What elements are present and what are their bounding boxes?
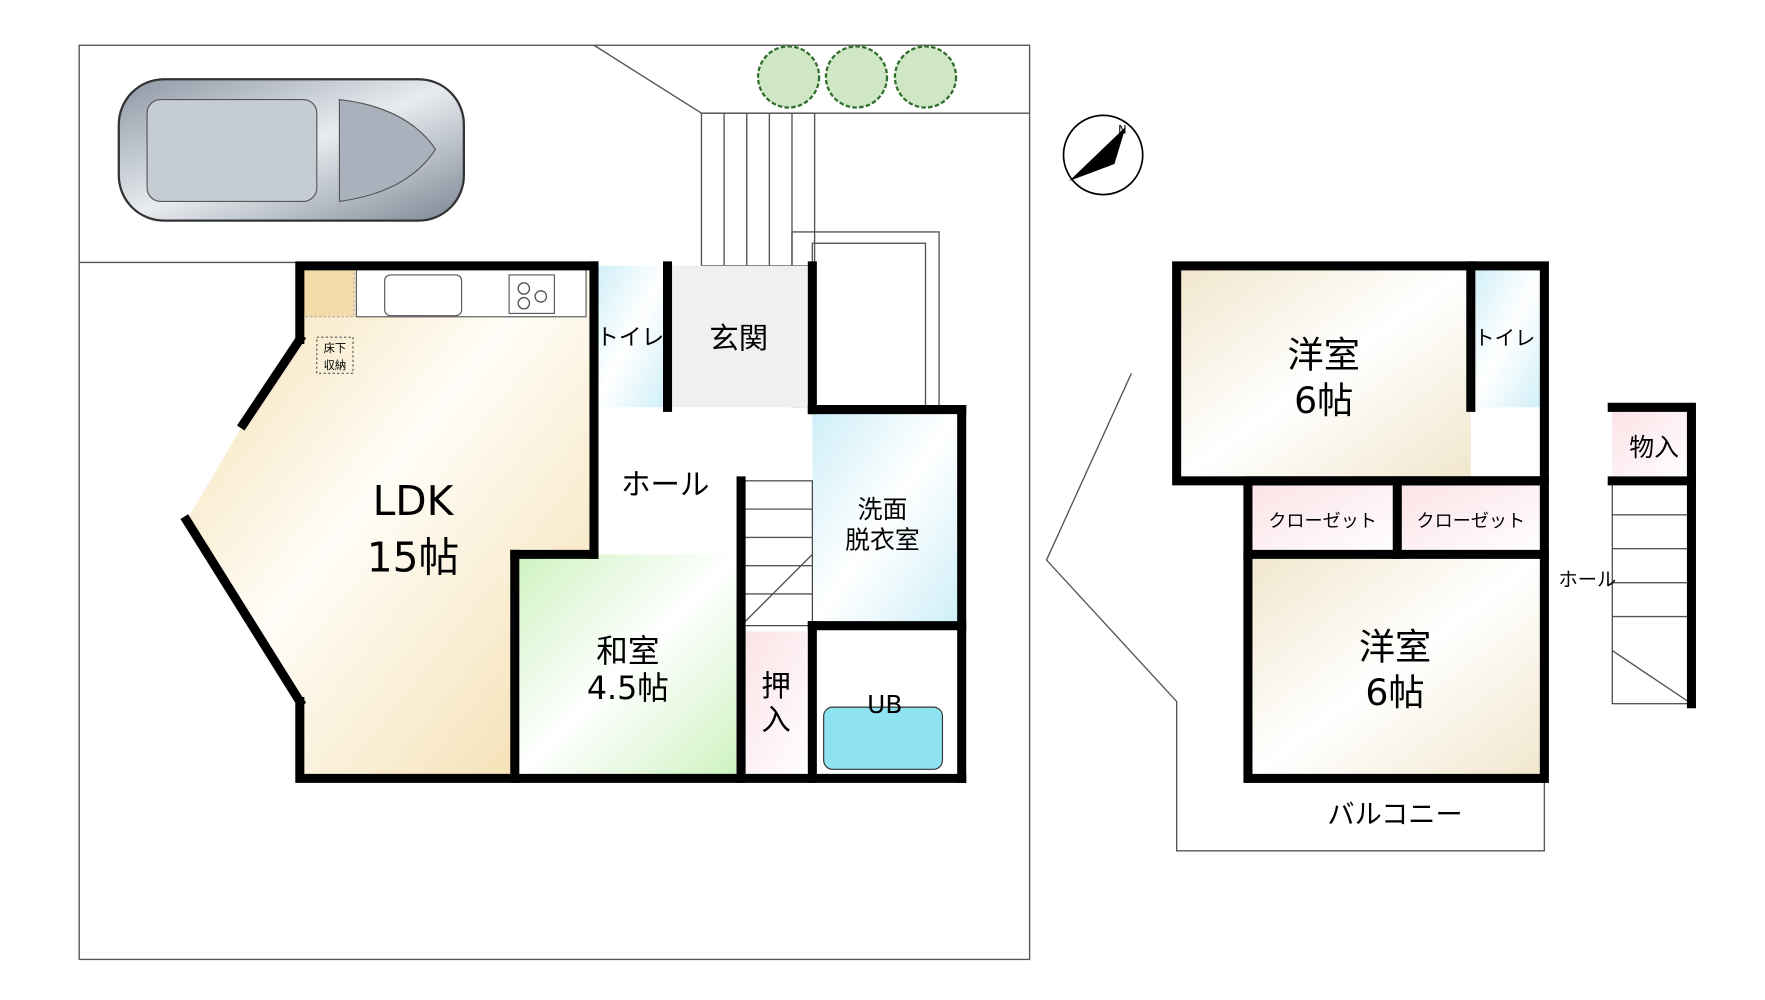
room-japanese	[514, 554, 738, 779]
bathtub-icon	[823, 706, 944, 770]
balcony-outline	[1045, 373, 1546, 852]
hall-2f-label: ホール	[1559, 568, 1617, 591]
compass-icon: N	[1062, 114, 1144, 196]
room-entrance	[667, 265, 813, 408]
western-room-2-label: 洋室	[1359, 626, 1431, 669]
compass-north-label: N	[1118, 124, 1126, 137]
western-room-2-size: 6帖	[1365, 671, 1424, 714]
closet-1	[1247, 480, 1398, 555]
walls-2f	[1172, 261, 1696, 783]
underfloor-storage-label-2: 収納	[324, 359, 347, 372]
hall-1f-label: ホール	[621, 467, 709, 501]
room-washroom	[812, 409, 960, 626]
western-room-1-size: 6帖	[1294, 379, 1353, 422]
oshiire-label-2: 入	[761, 703, 790, 737]
balcony-label: バルコニー	[1327, 800, 1462, 831]
closet-1-label: クローゼット	[1268, 511, 1377, 532]
closet-2	[1397, 480, 1545, 555]
plant-icons	[756, 45, 958, 109]
car-icon	[117, 78, 466, 222]
toilet-2f-label: トイレ	[1474, 326, 1535, 350]
room-western-1	[1176, 265, 1471, 481]
room-western-2	[1247, 554, 1545, 779]
bath-label: UB	[867, 690, 902, 719]
stove-icon	[508, 274, 555, 314]
stairs-1f	[740, 480, 813, 627]
entrance-label: 玄関	[709, 321, 768, 355]
underfloor-storage-label-1: 床下	[324, 341, 347, 355]
oshiire-label-1: 押	[761, 669, 790, 703]
washroom-label-1: 洗面	[858, 495, 908, 524]
closet-2-label: クローゼット	[1417, 511, 1526, 532]
toilet-1f-label: トイレ	[596, 325, 664, 351]
western-room-1-label: 洋室	[1288, 334, 1360, 377]
room-toilet-2f	[1470, 265, 1545, 408]
room-storage	[1612, 407, 1692, 481]
ldk-label: LDK	[373, 477, 455, 525]
washroom-label-2: 脱衣室	[845, 526, 920, 555]
japanese-room-size: 4.5帖	[587, 671, 669, 707]
stairs-2f	[1611, 480, 1693, 705]
room-ldk	[186, 265, 594, 779]
ldk-size: 15帖	[367, 533, 460, 581]
sink-icon	[384, 274, 463, 317]
room-oshiire	[741, 631, 813, 779]
walls-1f	[180, 261, 967, 783]
japanese-room-label: 和室	[596, 634, 659, 670]
storage-label: 物入	[1629, 433, 1679, 462]
room-toilet-1f	[593, 265, 668, 408]
